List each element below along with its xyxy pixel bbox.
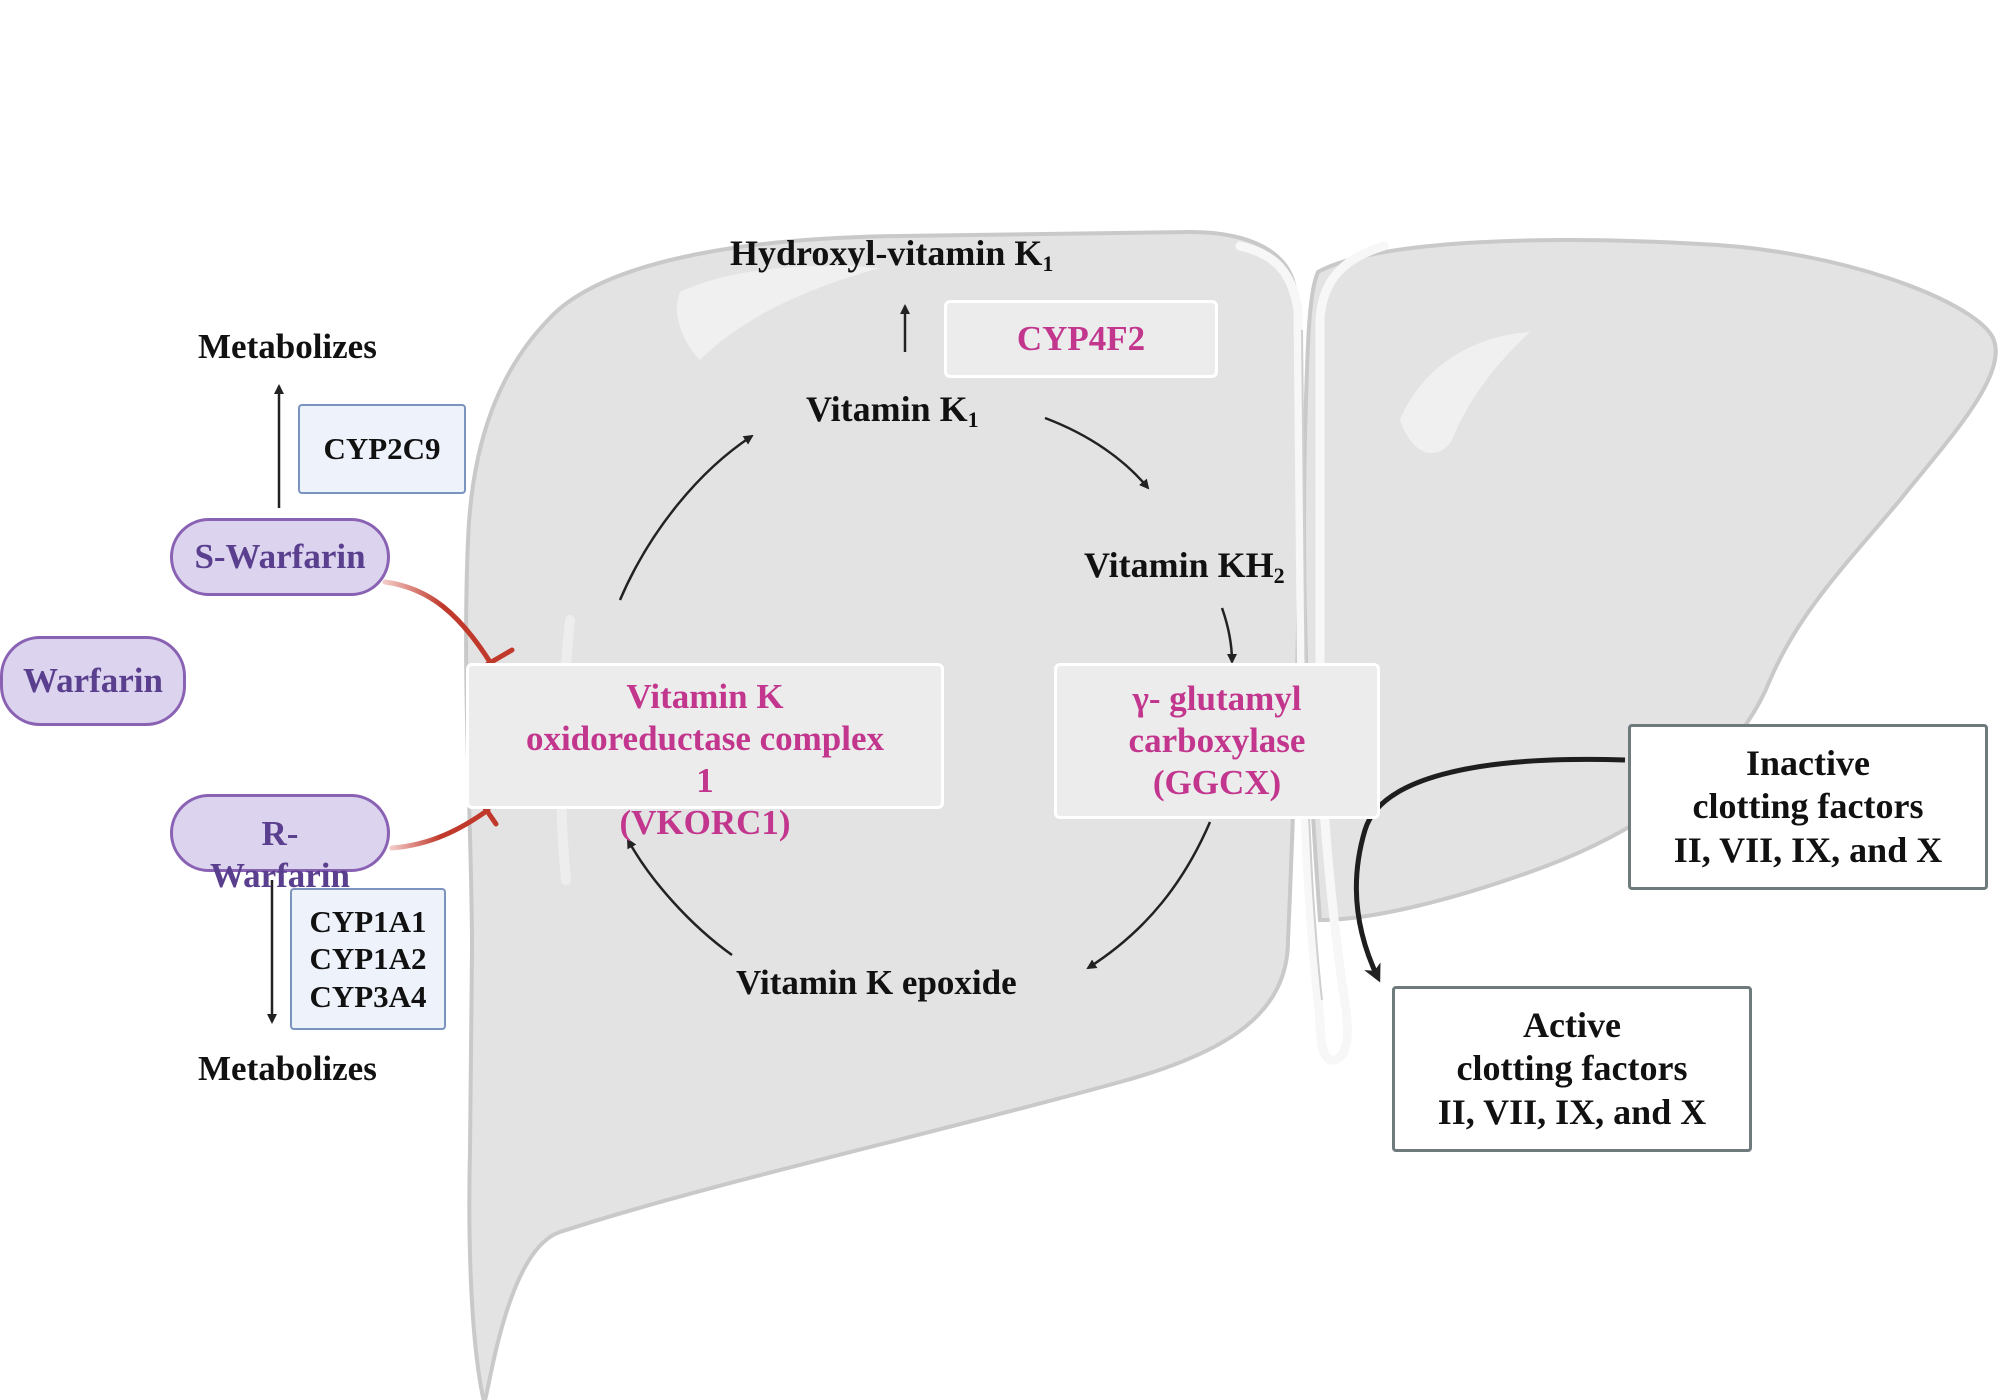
cyp4f2-label: CYP4F2	[1016, 319, 1146, 358]
liver-highlight-left	[676, 265, 880, 360]
cyp4f2-box: CYP4F2	[944, 300, 1218, 378]
inactive-line-1: Inactive	[1746, 743, 1870, 784]
inactive-line-2: clotting factors	[1692, 786, 1924, 827]
vkorc1-box: Vitamin K oxidoreductase complex 1 (VKOR…	[466, 663, 944, 842]
inactive-line-3: II, VII, IX, and X	[1673, 829, 1943, 870]
arrow-epoxide-to-vkorc1	[626, 838, 733, 957]
cyp3a4-label: CYP3A4	[309, 978, 427, 1014]
arrow-vitamin-k1-to-kh2	[1044, 416, 1150, 490]
vitamin-k1-label: Vitamin K1	[806, 389, 979, 432]
arrow-vkorc1-to-vitamin-k1	[618, 434, 754, 601]
vkorc1-line-2: oxidoreductase complex	[525, 719, 885, 758]
cyp2c9-box: CYP2C9	[298, 404, 466, 494]
s-warfarin-pill: S-Warfarin	[170, 518, 390, 596]
vkorc1-line-1: Vitamin K	[626, 677, 784, 716]
active-line-3: II, VII, IX, and X	[1437, 1091, 1707, 1132]
vitamin-kh2-label: Vitamin KH2	[1084, 545, 1285, 588]
active-line-1: Active	[1523, 1005, 1621, 1046]
metabolizes-bottom-label: Metabolizes	[198, 1049, 377, 1088]
r-warfarin-line-1: R-	[261, 814, 299, 853]
active-line-2: clotting factors	[1456, 1048, 1688, 1089]
ggcx-box: γ- glutamyl carboxylase (GGCX)	[1054, 663, 1380, 819]
ggcx-line-1: γ- glutamyl	[1132, 679, 1302, 718]
cyp2c9-label: CYP2C9	[323, 431, 441, 467]
arrow-kh2-to-ggcx	[1220, 607, 1237, 664]
metabolizes-top-label: Metabolizes	[198, 327, 377, 366]
vkorc1-line-4: (VKORC1)	[619, 803, 791, 842]
inhibition-s-warfarin-vkorc1	[382, 579, 493, 665]
ggcx-line-2: carboxylase	[1128, 721, 1306, 760]
vkorc1-line-3: 1	[696, 761, 714, 800]
active-clotting-factors-box: Active clotting factors II, VII, IX, and…	[1392, 986, 1752, 1152]
arrow-ggcx-to-epoxide	[1086, 821, 1212, 970]
warfarin-pill: Warfarin	[0, 636, 186, 726]
cyp1a1-label: CYP1A1	[309, 904, 427, 940]
liver-highlight-right	[1400, 332, 1530, 454]
liver-illustration	[464, 229, 1998, 1400]
hydroxyl-vitamin-k1-label: Hydroxyl-vitamin K1	[730, 233, 1054, 276]
cyp1a2-label: CYP1A2	[309, 941, 427, 977]
inhibition-r-warfarin-vkorc1	[389, 807, 491, 851]
vitamin-k-epoxide-label: Vitamin K epoxide	[736, 963, 1017, 1002]
inactive-clotting-factors-box: Inactive clotting factors II, VII, IX, a…	[1628, 724, 1988, 890]
ggcx-line-3: (GGCX)	[1152, 763, 1282, 802]
r-warfarin-pill: R- Warfarin	[170, 794, 390, 895]
cyp-r-warfarin-box: CYP1A1 CYP1A2 CYP3A4	[290, 888, 446, 1030]
